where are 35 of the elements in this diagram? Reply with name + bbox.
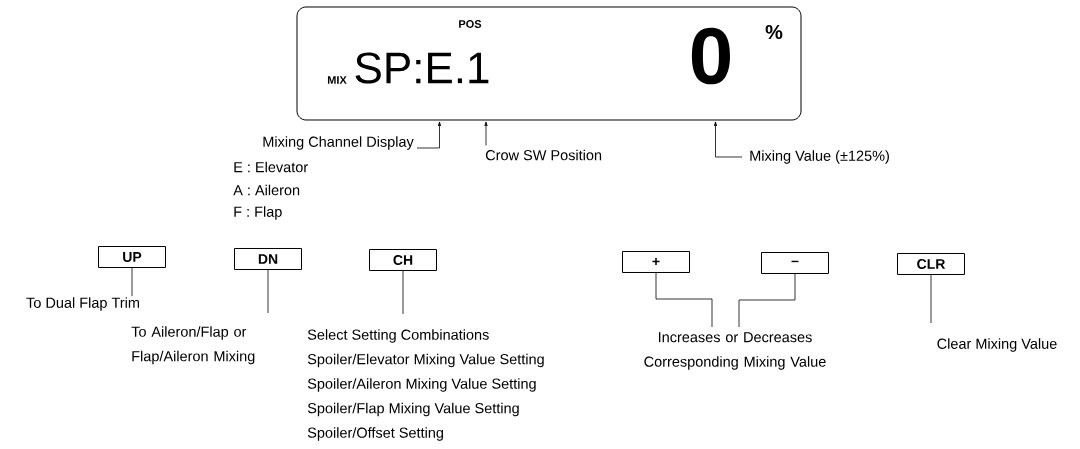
leader-line [738, 273, 796, 328]
arrow [713, 121, 743, 158]
legend-text: E : Elevator [234, 161, 308, 173]
description-line: Spoiler/Flap Mixing Value Setting [307, 402, 519, 417]
key-button: CH [369, 249, 437, 271]
description-text: Crow SW Position [485, 149, 602, 161]
description-line: Spoiler/Offset Setting [307, 427, 443, 441]
legend-text: F : Flap [234, 206, 282, 220]
legend-text: A : Aileron [233, 184, 300, 196]
description-text: Mixing Channel Display [263, 136, 414, 150]
key-button: UP [98, 246, 166, 268]
description-line: Select Setting Combinations [307, 329, 489, 343]
key-button: CLR [897, 253, 965, 275]
description-text: Mixing Value (±125%) [750, 150, 889, 164]
display-text: % [765, 24, 783, 40]
display-text: 0 [691, 27, 730, 85]
description-text: To Aileron/Flap or Flap/Aileron Mixing [131, 326, 255, 365]
leader-line [267, 269, 269, 314]
leader-line [131, 267, 133, 297]
key-button: + [622, 251, 690, 273]
description-text: Increases or Decreases Corresponding Mixing Value [644, 332, 826, 370]
leader-line [402, 270, 404, 315]
leader-line [930, 274, 932, 324]
display-text: SP:E.1 [355, 52, 489, 84]
description-text: Clear Mixing Value [937, 338, 1057, 352]
arrow [484, 121, 488, 146]
key-button: – [761, 252, 829, 274]
arrow [416, 121, 442, 149]
description-line: Spoiler/Elevator Mixing Value Setting [307, 353, 544, 368]
description-line: Spoiler/Aileron Mixing Value Setting [307, 378, 536, 392]
description-text: To Dual Flap Trim [26, 297, 139, 311]
key-button: DN [234, 248, 302, 270]
leader-line [655, 272, 713, 328]
display-text: MIX [327, 76, 347, 84]
display-text: POS [459, 20, 482, 28]
